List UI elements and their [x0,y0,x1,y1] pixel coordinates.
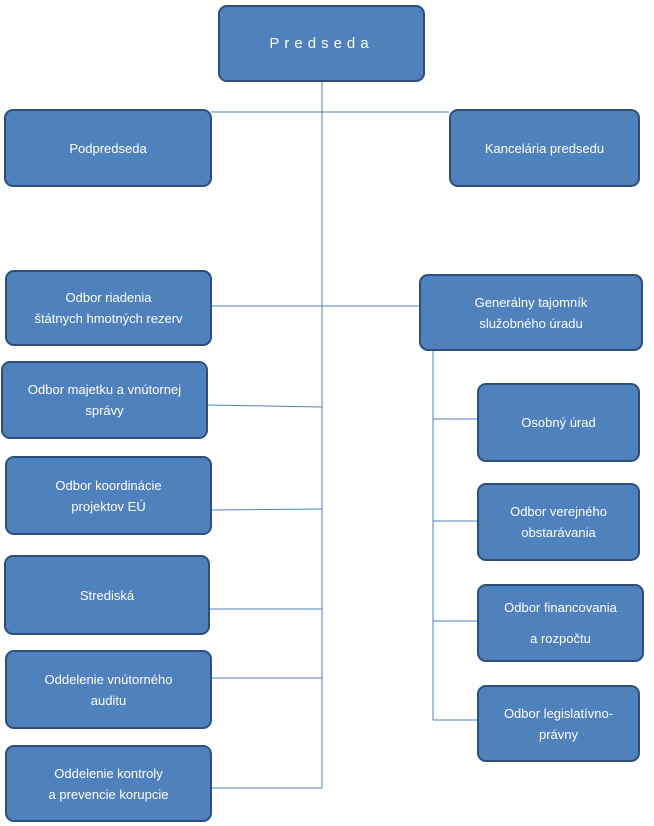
unit-majetok-box: Odbor majetku a vnútornej správy [1,361,208,439]
secretary-box: Generálny tajomník služobného úradu [419,274,643,351]
unit-riadenia-label: Odbor riadenia štátnych hmotných rezerv [34,287,182,329]
majetok-connector [207,404,323,408]
head-label: Predseda [269,35,374,52]
deputy-box: Podpredseda [4,109,212,187]
office-label: Kancelária predsedu [484,140,605,156]
unit-riadenia-box: Odbor riadenia štátnych hmotných rezerv [5,270,212,346]
label-line: a rozpočtu [530,631,591,646]
unit-strediska-label: Strediská [80,585,134,606]
unit-kontrola-box: Oddelenie kontroly a prevencie korupcie [5,745,212,822]
unit-audit-box: Oddelenie vnútorného auditu [5,650,212,729]
unit-strediska-box: Strediská [4,555,210,635]
label-line: Odbor riadenia [65,290,152,305]
unit-koordinacia-label: Odbor koordinácie projektov EÚ [55,475,161,517]
unit-financovanie-box: Odbor financovania a rozpočtu [477,584,644,662]
label-line: obstarávania [521,525,596,540]
label-line: Odbor financovania [504,600,617,615]
label-line: Odbor koordinácie [55,477,162,493]
label-line [504,618,617,628]
unit-osobny-label: Osobný úrad [521,412,595,433]
koordinacia-connector [211,508,323,511]
label-line: Generálny tajomník [474,294,588,310]
label-line: Odbor majetku a vnútornej [27,382,182,397]
secretary-label: Generálny tajomník služobného úradu [475,292,588,334]
unit-financovanie-label: Odbor financovania a rozpočtu [504,597,617,649]
office-box: Kancelária predsedu [449,109,640,187]
label-line: Oddelenie kontroly [54,765,163,781]
label-line: auditu [90,692,127,708]
unit-osobny-box: Osobný úrad [477,383,640,462]
label-line: Odbor verejného [510,504,607,519]
label-line: a prevencie korupcie [48,786,169,802]
label-line: projektov EÚ [71,498,146,514]
label-line: Oddelenie vnútorného [44,671,173,687]
label-line: Osobný úrad [521,415,596,430]
unit-obstaravanie-box: Odbor verejného obstarávania [477,483,640,561]
label-line: právny [538,726,579,742]
label-line: Strediská [79,587,135,603]
unit-legislativa-label: Odbor legislatívno- právny [504,703,613,745]
unit-kontrola-label: Oddelenie kontroly a prevencie korupcie [49,763,169,805]
unit-audit-label: Oddelenie vnútorného auditu [45,669,173,711]
unit-legislativa-box: Odbor legislatívno- právny [477,685,640,762]
deputy-label: Podpredseda [69,140,147,156]
unit-majetok-label: Odbor majetku a vnútornej správy [28,379,181,421]
unit-obstaravanie-label: Odbor verejného obstarávania [510,501,607,543]
label-line: služobného úradu [479,315,583,331]
head-box: Predseda [218,5,425,82]
label-line: štátnych hmotných rezerv [34,311,183,326]
unit-koordinacia-box: Odbor koordinácie projektov EÚ [5,456,212,535]
label-line: správy [85,403,124,418]
label-line: Odbor legislatívno- [503,705,614,721]
